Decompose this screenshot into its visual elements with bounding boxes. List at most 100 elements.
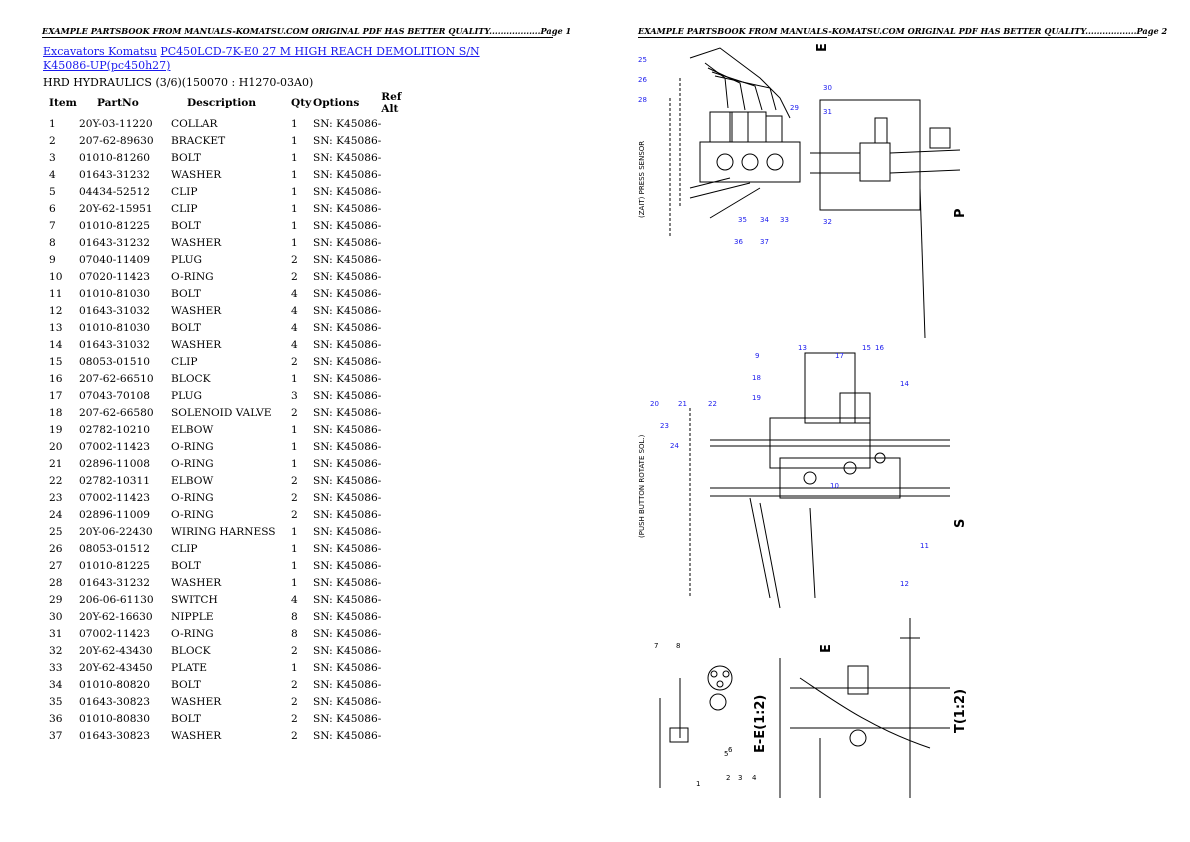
callout-number: 28 [638,96,647,104]
callout-number: 35 [738,216,747,224]
callout-number: 4 [752,774,757,782]
part-description-cell: WASHER [171,168,222,181]
part-number-cell: 01010-81225 [79,559,150,572]
part-description-cell: CLIP [171,202,198,215]
ref-alt-cell [381,268,421,285]
view-label: E [819,644,834,653]
quantity-cell: 1 [291,423,298,436]
ref-alt-cell [381,200,421,217]
options-cell: SN: K45086- [313,219,382,232]
ref-alt-cell [381,540,421,557]
part-description-cell: COLLAR [171,117,218,130]
ref-alt-cell [381,506,421,523]
breadcrumb-link-model[interactable]: PC450LCD-7K-E0 27 M HIGH REACH DEMOLITIO… [43,45,480,72]
options-cell: SN: K45086- [313,440,382,453]
switch-body [747,111,767,143]
part-number-cell: 01643-30823 [79,695,150,708]
ref-alt-cell [381,166,421,183]
options-cell: SN: K45086- [313,457,382,470]
item-number-cell: 9 [49,253,56,266]
part-number-cell: 20Y-62-43430 [79,644,153,657]
item-number-cell: 21 [49,457,63,470]
callout-number: 25 [638,56,647,64]
part-description-cell: CLIP [171,355,198,368]
ref-alt-cell [381,370,421,387]
part-description-cell: PLATE [171,661,208,674]
options-cell: SN: K45086- [313,287,382,300]
part-number-cell: 07002-11423 [79,627,150,640]
page-header-left: EXAMPLE PARTSBOOK FROM MANUALS-KOMATSU.C… [42,26,572,38]
quantity-cell: 1 [291,440,298,453]
callout-number: 18 [752,374,761,382]
part-number-cell: 02782-10210 [79,423,150,436]
item-number-cell: 14 [49,338,63,351]
part-description-cell: SOLENOID VALVE [171,406,272,419]
quantity-cell: 2 [291,729,298,742]
switch-body [765,115,783,143]
callout-number: 7 [654,642,658,650]
part-number-cell: 02896-11009 [79,508,150,521]
callout-number: 21 [678,400,687,408]
item-number-cell: 33 [49,661,63,674]
item-number-cell: 12 [49,304,63,317]
part-description-cell: BOLT [171,678,201,691]
quantity-cell: 1 [291,576,298,589]
callout-number: 22 [708,400,717,408]
column-header-qty: Qty [291,97,312,109]
options-cell: SN: K45086- [313,593,382,606]
ref-alt-cell [381,472,421,489]
quantity-cell: 4 [291,287,298,300]
item-number-cell: 24 [49,508,63,521]
ref-alt-cell [381,353,421,370]
callout-number: 30 [823,84,832,92]
quantity-cell: 1 [291,525,298,538]
ref-alt-cell [381,285,421,302]
options-cell: SN: K45086- [313,610,382,623]
item-number-cell: 19 [49,423,63,436]
item-number-cell: 15 [49,355,63,368]
view-label: S [953,519,968,528]
item-number-cell: 22 [49,474,63,487]
part-number-cell: 01010-80820 [79,678,150,691]
quantity-cell: 1 [291,236,298,249]
part-number-cell: 02782-10311 [79,474,150,487]
item-number-cell: 32 [49,644,63,657]
item-number-cell: 10 [49,270,63,283]
options-cell: SN: K45086- [313,627,382,640]
item-number-cell: 3 [49,151,56,164]
callout-number: 11 [920,542,929,550]
item-number-cell: 30 [49,610,63,623]
item-number-cell: 8 [49,236,56,249]
ref-alt-cell [381,557,421,574]
ref-alt-cell [381,387,421,404]
ref-alt-cell [381,523,421,540]
options-cell: SN: K45086- [313,117,382,130]
column-header-item: Item [49,97,77,109]
part-number-cell: 20Y-62-15951 [79,202,153,215]
quantity-cell: 1 [291,168,298,181]
item-number-cell: 36 [49,712,63,725]
options-cell: SN: K45086- [313,151,382,164]
diagram-view-middle [689,352,950,609]
breadcrumb-link-category[interactable]: Excavators Komatsu [43,45,157,58]
options-cell: SN: K45086- [313,525,382,538]
item-number-cell: 2 [49,134,56,147]
part-description-cell: WASHER [171,236,222,249]
part-description-cell: BOLT [171,219,201,232]
quantity-cell: 3 [291,389,298,402]
quantity-cell: 2 [291,253,298,266]
part-number-cell: 07002-11423 [79,491,150,504]
part-description-cell: WASHER [171,695,222,708]
ref-alt-cell [381,251,421,268]
